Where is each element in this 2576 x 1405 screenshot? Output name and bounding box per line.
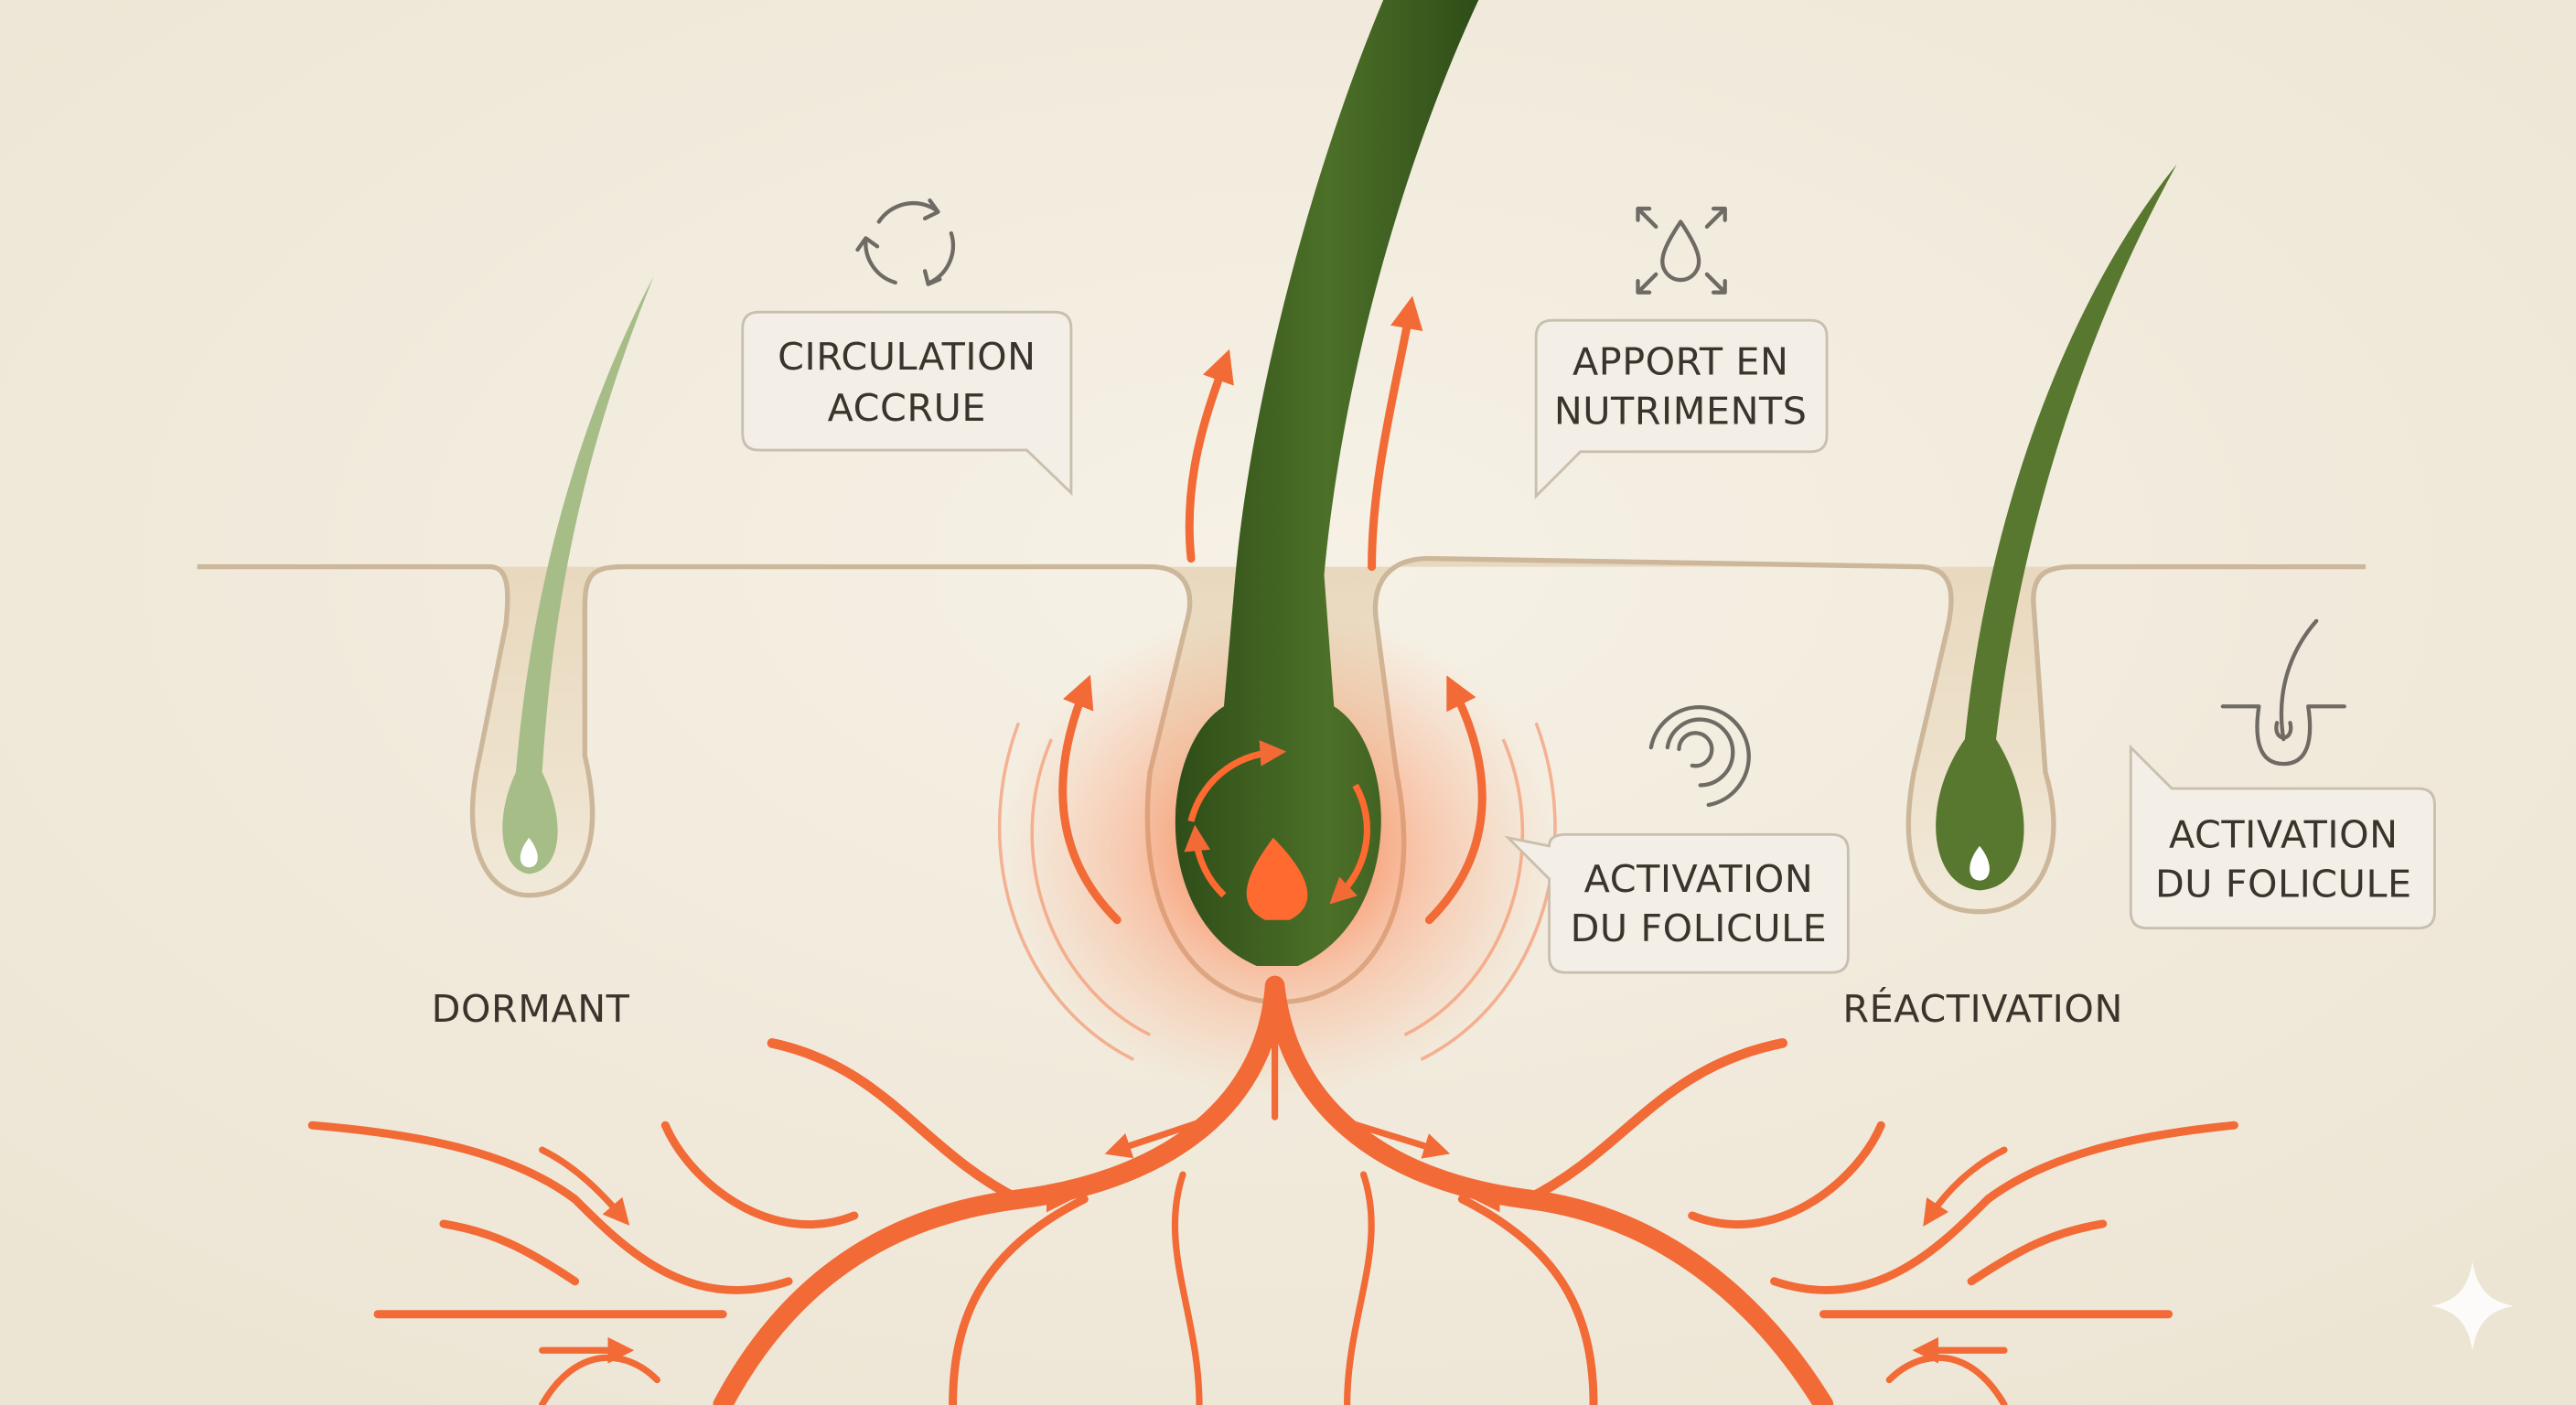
- dormant-hair: [502, 275, 654, 874]
- reactivating-hair: [1936, 164, 2177, 891]
- activation-center-label-line1: ACTIVATION: [1584, 857, 1814, 901]
- circulation-label-line2: ACCRUE: [828, 386, 986, 430]
- glow-ripples: [997, 722, 1557, 1061]
- blood-vessels: [307, 975, 2238, 1405]
- dormant-bulb-core: [520, 837, 538, 868]
- activation-right-label-line2: DU FOLICULE: [2155, 863, 2412, 906]
- reactivation-label: RÉACTIVATION: [1842, 987, 2122, 1031]
- nutrients-label-line2: NUTRIMENTS: [1554, 389, 1808, 433]
- dormant-label: DORMANT: [432, 987, 630, 1031]
- activation-right-label-line1: ACTIVATION: [2169, 813, 2399, 857]
- hair-follicle-icon: [2220, 618, 2346, 767]
- reactivating-bulb-core: [1970, 845, 1990, 881]
- spiral-icon: [1648, 705, 1751, 808]
- sparkle-icon: [2431, 1261, 2514, 1351]
- circulation-label-line1: CIRCULATION: [778, 335, 1036, 379]
- active-hair: [1175, 0, 1479, 966]
- activation-center-label-line2: DU FOLICULE: [1571, 906, 1828, 950]
- callout-circulation: CIRCULATION ACCRUE: [741, 310, 1073, 497]
- callout-activation-right: ACTIVATION DU FOLICULE: [2129, 744, 2436, 930]
- recycle-icon: [855, 198, 955, 286]
- droplet-expand-icon: [1636, 206, 1727, 295]
- flow-arrows: [1058, 295, 1487, 925]
- callout-activation-center: ACTIVATION DU FOLICULE: [1504, 832, 1850, 974]
- callout-nutrients: APPORT EN NUTRIMENTS: [1534, 318, 1829, 499]
- bulb-circular-arrows: [1184, 740, 1371, 905]
- active-bulb-papilla: [1246, 837, 1308, 920]
- nutrients-label-line1: APPORT EN: [1572, 339, 1788, 383]
